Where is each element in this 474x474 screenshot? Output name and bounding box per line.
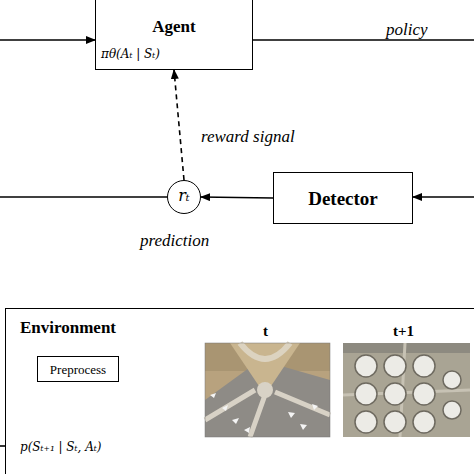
policy-label: policy [386,21,428,38]
dashed-arrow [174,70,184,180]
node-title: Environment [20,319,116,336]
arrow-connector [201,197,273,198]
edge-label: prediction [140,232,209,249]
process-box: Preprocess [37,356,119,382]
agent-box: Agent πθ(Aₜ | Sₜ) [95,0,253,70]
node-title: Detector [274,189,412,208]
input-wire [0,39,95,41]
policy-formula: πθ(Aₜ | Sₜ) [101,48,160,60]
time-label: t+1 [393,324,414,339]
oil-tank-image [343,343,470,437]
policy-wire [253,39,474,41]
reward-symbol: rₜ [168,188,200,204]
reward-circle: rₜ [167,180,201,214]
time-label: t [263,324,268,339]
reward-out-wire [0,196,167,198]
transition-formula: p(Sₜ₊₁ | Sₜ, Aₜ) [20,441,101,453]
process-label: Preprocess [38,363,118,376]
airport-image [205,343,330,437]
detector-box: Detector [273,172,413,224]
edge-label: reward signal [201,128,295,145]
detector-input-wire [413,196,474,198]
node-title: Agent [96,18,252,35]
